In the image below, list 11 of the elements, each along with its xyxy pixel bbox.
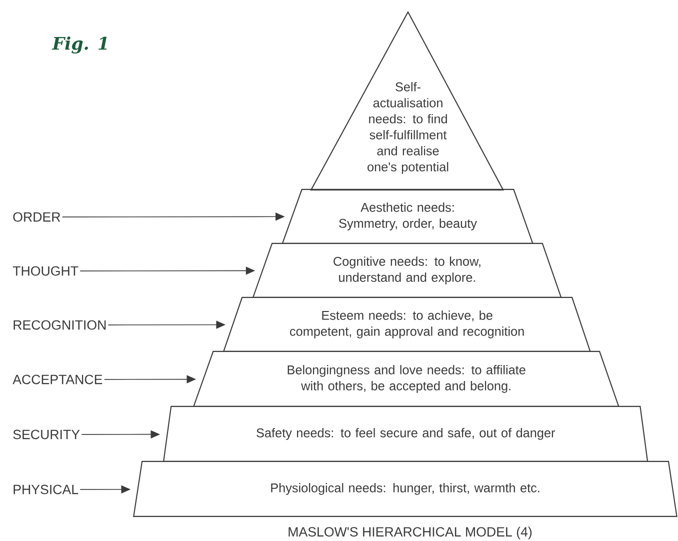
- pyramid-band: Physiological needs: hunger, thirst, warmth etc.: [133, 460, 678, 517]
- side-label: SECURITY: [13, 430, 80, 440]
- pyramid-band: Cognitive needs: to know, understand and explore.: [252, 242, 562, 298]
- side-label: RECOGNITION: [14, 320, 106, 330]
- side-label: ACCEPTANCE: [12, 374, 102, 384]
- figure-title: Fig. 1: [52, 36, 107, 54]
- caption: MASLOW'S HIERARCHICAL MODEL (4): [288, 526, 532, 540]
- side-label: ORDER: [13, 212, 60, 222]
- side-label: THOUGHT: [12, 266, 78, 276]
- side-label: PHYSICAL: [14, 484, 78, 494]
- pyramid-band: Aesthetic needs: Symmetry, order, beauty: [282, 188, 534, 244]
